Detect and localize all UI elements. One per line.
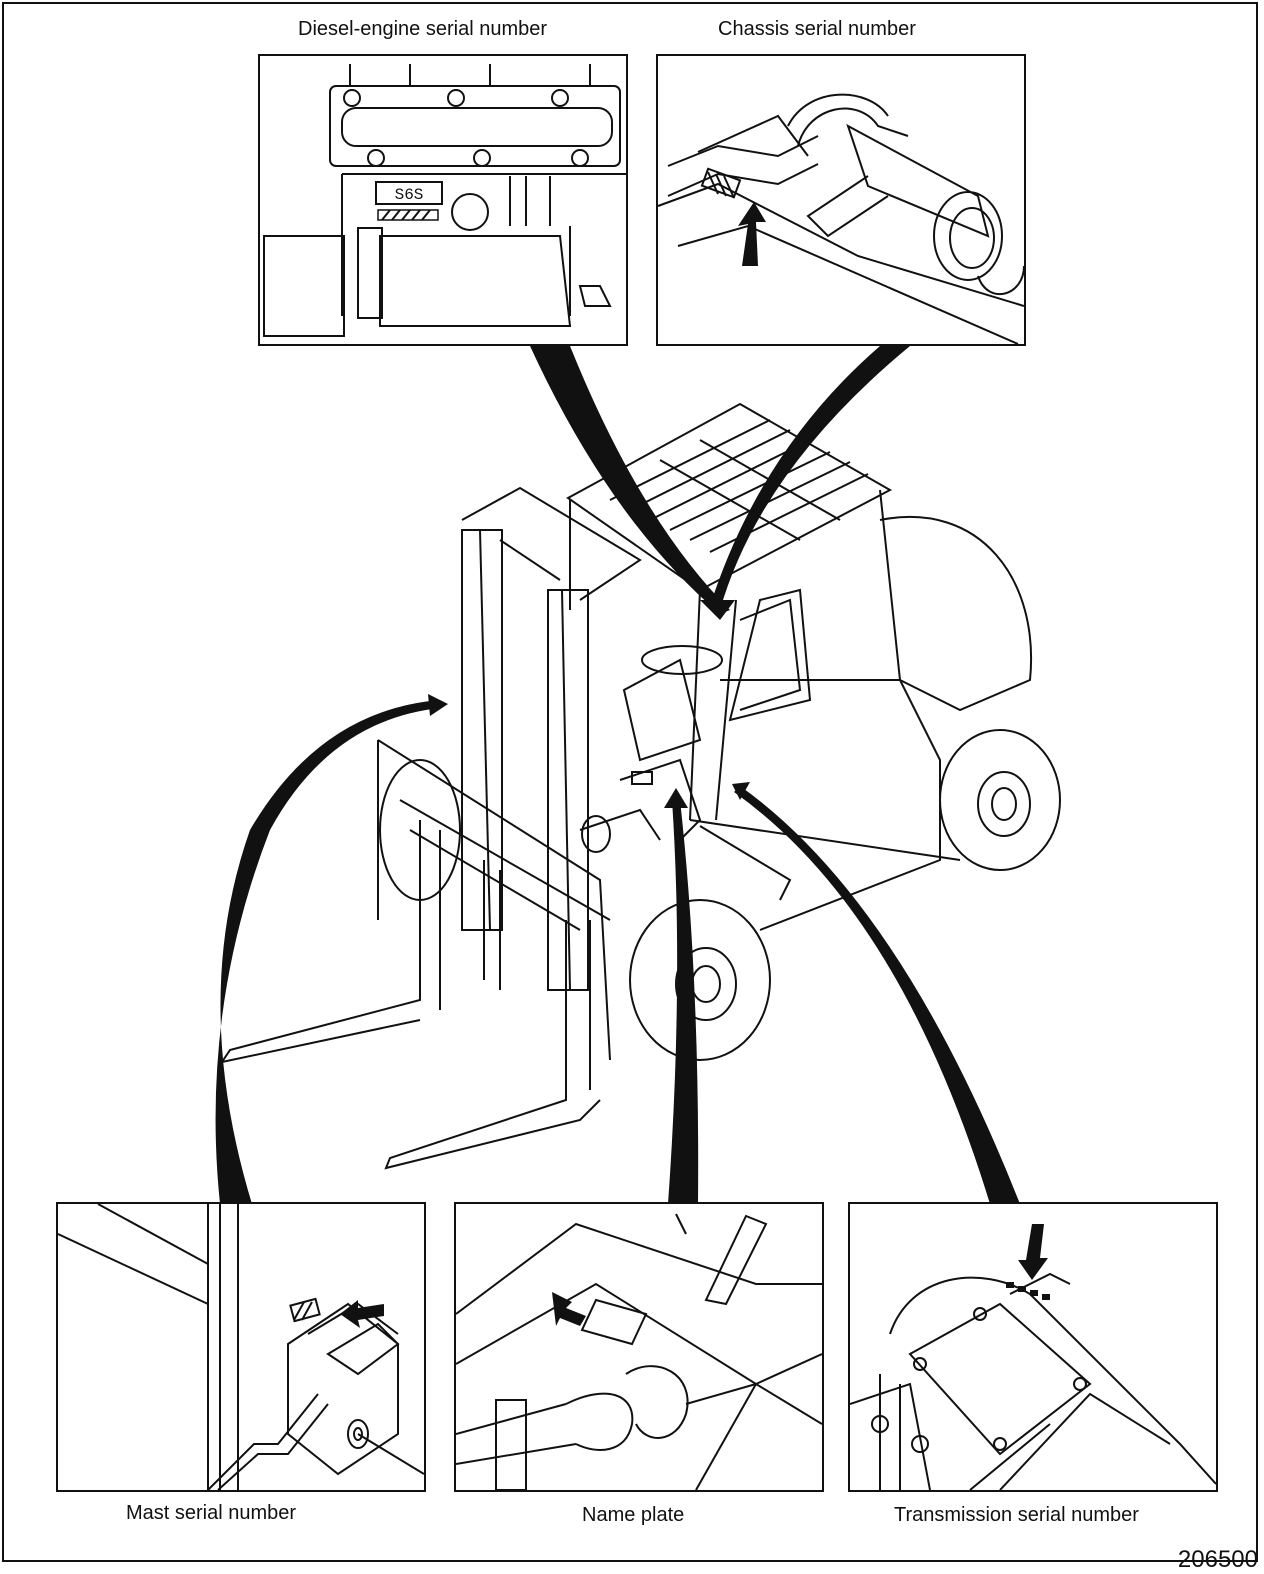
transmission-caption: Transmission serial number: [894, 1504, 1139, 1527]
name-plate-drawing: [456, 1204, 822, 1490]
name-plate-arrow-icon: [552, 1292, 586, 1326]
name-plate-caption: Name plate: [582, 1504, 684, 1527]
mast-panel: [56, 1202, 426, 1492]
leader-lines: [216, 346, 1020, 1204]
name-plate-panel: [454, 1202, 824, 1492]
transmission-panel: [848, 1202, 1218, 1492]
figure-number: 206500: [1178, 1546, 1258, 1574]
mast-drawing: [58, 1204, 424, 1490]
mast-caption: Mast serial number: [126, 1502, 296, 1525]
transmission-arrow-icon: [1018, 1224, 1048, 1280]
transmission-drawing: [850, 1204, 1216, 1490]
